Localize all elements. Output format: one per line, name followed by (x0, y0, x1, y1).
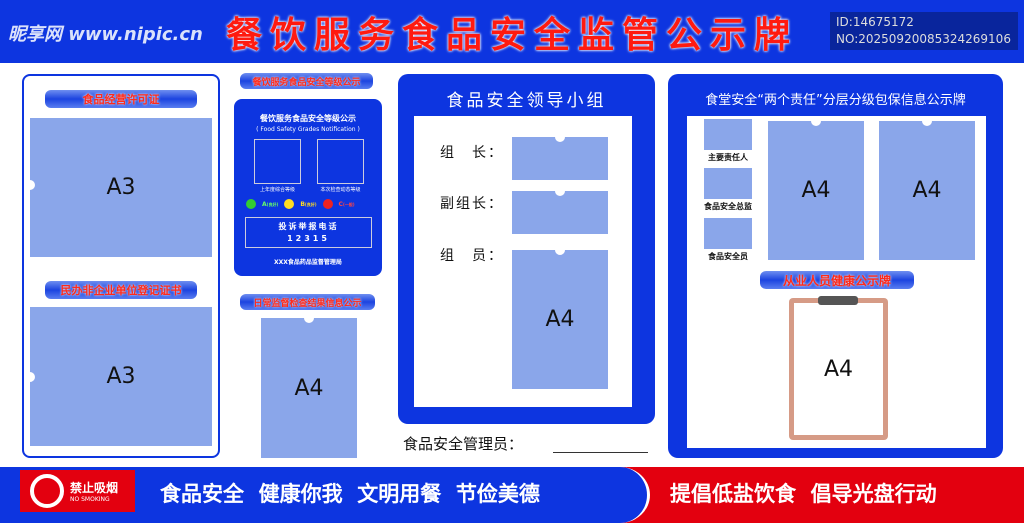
notch (25, 180, 35, 190)
a4-slot: A4 (261, 318, 357, 458)
notch (555, 186, 565, 196)
clipboard: A4 (789, 296, 888, 440)
a3-slot: A3 (30, 118, 212, 257)
no-smoking-text-en: NO SMOKING (70, 496, 110, 503)
responsibility-title: 食堂安全“两个责任”分层分级包保信息公示牌 (705, 93, 966, 108)
health-label: 从业人员健康公示牌 (760, 271, 914, 289)
grade-b: B (300, 200, 305, 208)
role-slot (704, 168, 752, 199)
deputy-slot (512, 191, 608, 234)
notch (555, 132, 565, 142)
deputy-label: 副组长： (440, 196, 504, 212)
grade-legend: A(良好) B(良好) C(一般) (246, 199, 376, 209)
grades-card-title: 餐饮服务食品安全等级公示 (260, 114, 356, 123)
leader-label: 组 长： (440, 145, 504, 161)
notch (25, 372, 35, 382)
role-slot (704, 119, 752, 150)
notch (304, 313, 314, 323)
leader-slot (512, 137, 608, 180)
a3-slot: A3 (30, 307, 212, 446)
grade-box-1-label: 上年度综合等级 (259, 187, 295, 193)
title-banner: 餐饮服务食品安全监管公示牌 (0, 0, 1024, 63)
members-slot: A4 (512, 250, 608, 389)
face-red-icon (322, 199, 333, 209)
notch (811, 116, 821, 126)
grade-c-note: (一般) (342, 201, 355, 207)
grade-b-note: (良好) (304, 201, 317, 207)
hotline-box: 投诉举报电话 12315 (245, 217, 372, 248)
clipboard-paper: A4 (794, 303, 883, 435)
grade-a-note: (良好) (266, 201, 279, 207)
leadership-title: 食品安全领导小组 (446, 91, 607, 111)
no-smoking-text: 禁止吸烟 (70, 481, 119, 495)
clipboard-clip-icon (818, 296, 858, 305)
watermark-id: ID:14675172 NO:20250920085324269106 (830, 12, 1018, 50)
a4-slot: A4 (879, 121, 975, 260)
license-label: 食品经营许可证 (45, 90, 197, 108)
authority-label: XXX食品药品监督管理局 (274, 259, 342, 266)
footer-slogan: 食品安全 健康你我 文明用餐 节俭美德 (160, 482, 540, 506)
grade-box-2 (317, 139, 364, 184)
hotline-number: 12315 (287, 234, 330, 243)
role-slot (704, 218, 752, 249)
page-title: 餐饮服务食品安全监管公示牌 (225, 13, 798, 56)
role2-label: 食品安全总监 (704, 202, 752, 211)
role3-label: 食品安全员 (708, 252, 748, 261)
grade-a: A (262, 200, 267, 208)
registration-label: 民办非企业单位登记证书 (45, 281, 197, 299)
smiley-green-icon (246, 199, 256, 209)
manager-line (553, 452, 648, 453)
notch (555, 245, 565, 255)
members-label: 组 员： (440, 248, 504, 264)
notch (922, 116, 932, 126)
grades-header: 餐饮服务食品安全等级公示 (240, 73, 373, 89)
a4-slot: A4 (768, 121, 864, 260)
smiley-yellow-icon (284, 199, 295, 209)
role1-label: 主要责任人 (708, 153, 748, 162)
hotline-label: 投诉举报电话 (278, 222, 339, 231)
watermark: 昵享网 www.nipic.cn (8, 24, 203, 45)
no-smoking-icon (30, 474, 64, 508)
grade-c: C (338, 200, 343, 208)
grade-box-1 (254, 139, 301, 184)
license-panel (22, 74, 220, 458)
grades-card-subtitle: ( Food Safety Grades Notification ) (256, 126, 360, 133)
inspection-label: 日常监督检查结果信息公示 (240, 294, 375, 310)
grades-card: 餐饮服务食品安全等级公示 ( Food Safety Grades Notifi… (234, 99, 382, 276)
manager-label: 食品安全管理员： (403, 435, 524, 453)
grade-box-2-label: 本次检查动态等级 (320, 187, 361, 193)
footer-slogan-right: 提倡低盐饮食 倡导光盘行动 (670, 482, 937, 506)
